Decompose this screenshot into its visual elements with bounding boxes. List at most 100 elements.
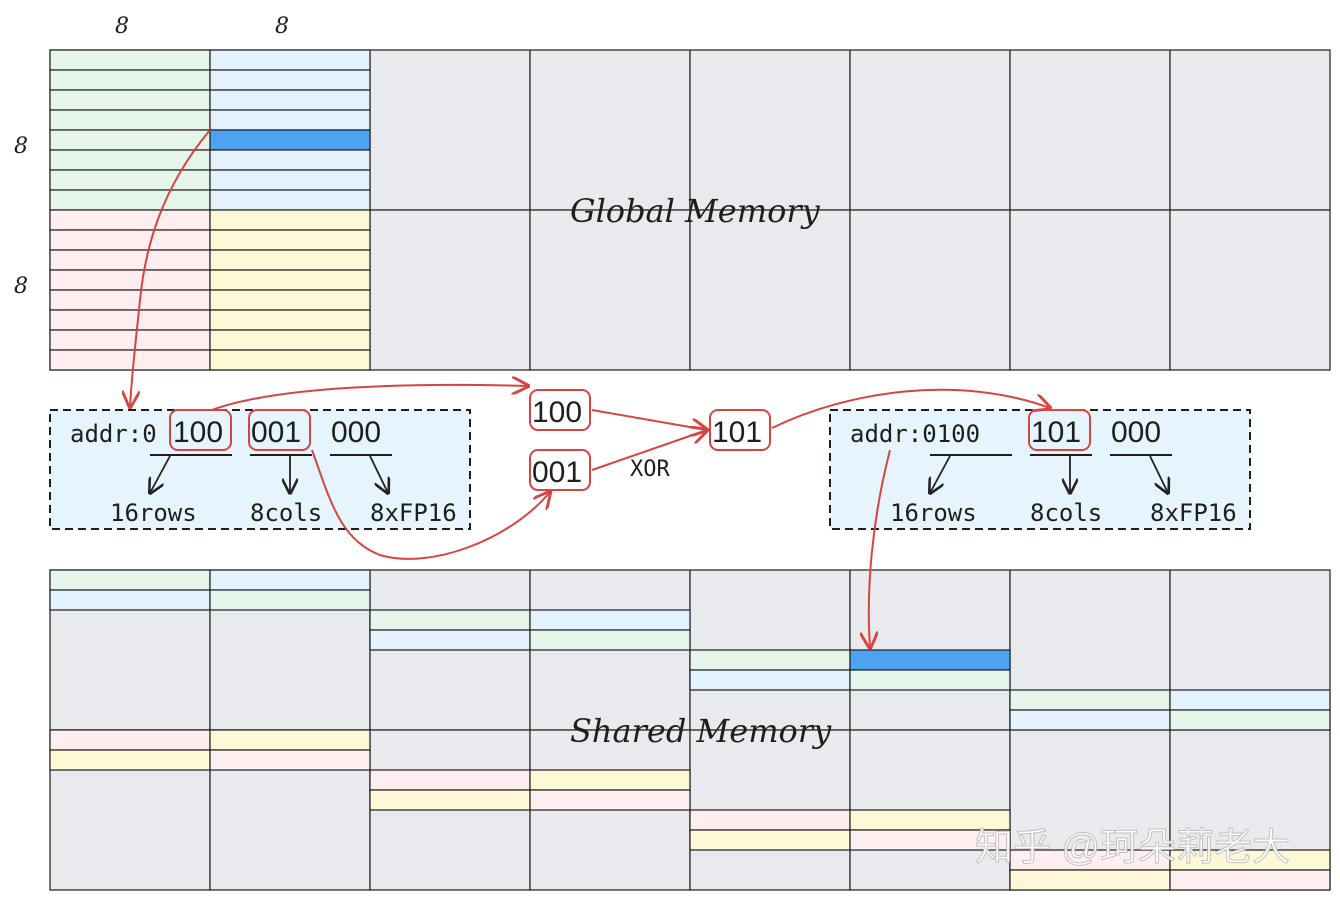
shared-row-cell	[529, 609, 691, 631]
address-left-row-label: 16rows	[110, 499, 197, 527]
shared-row-cell	[209, 589, 371, 611]
global-row-col0	[49, 189, 211, 211]
global-row-col0	[49, 329, 211, 351]
address-left-row-arrow	[150, 455, 171, 493]
global-memory-tile	[1009, 209, 1171, 371]
global-row-col1	[209, 269, 371, 291]
shared-row-cell	[529, 629, 691, 651]
shared-row-cell	[529, 789, 691, 811]
top-col2-size-label: 8	[275, 14, 289, 39]
global-memory-tile	[1169, 49, 1331, 211]
global-row-col0	[49, 249, 211, 271]
global-row-col0	[49, 229, 211, 251]
shared-row-cell	[1169, 689, 1331, 711]
shared-row-cell	[209, 749, 371, 771]
global-memory-title: Global Memory	[570, 192, 821, 230]
shared-row-cell	[1009, 709, 1171, 731]
shared-row-cell	[369, 769, 531, 791]
address-box-left	[49, 409, 471, 530]
global-row-col0	[49, 89, 211, 111]
shared-row-cell	[49, 729, 211, 751]
global-row-col1	[209, 329, 371, 351]
shared-row-cell	[209, 729, 371, 751]
global-memory-tile	[1169, 209, 1331, 371]
xor-input-b: 001	[532, 456, 582, 489]
shared-row-cell	[49, 569, 211, 591]
shared-row-cell	[689, 809, 851, 831]
global-row-col0	[49, 289, 211, 311]
address-right-row-label: 16rows	[890, 499, 977, 527]
shared-row-cell	[689, 829, 851, 851]
global-memory-tile	[689, 49, 851, 211]
arrow-colbits-to-xor-b	[311, 449, 550, 560]
shared-row-cell	[49, 589, 211, 611]
global-memory-grid	[49, 49, 1331, 371]
global-row-col1	[209, 289, 371, 311]
shared-row-cell	[1009, 869, 1171, 891]
global-row-col1	[209, 229, 371, 251]
address-left-elem-arrow	[369, 455, 388, 493]
global-row-col0	[49, 129, 211, 151]
address-right-prefix: addr:0100	[850, 420, 980, 448]
shared-row-cell	[529, 769, 691, 791]
global-row-col0	[49, 69, 211, 91]
address-left-col-bits-highlight	[248, 409, 311, 451]
xor-input-a: 100	[532, 396, 582, 429]
shared-row-cell	[689, 649, 851, 671]
arrow-address-to-shared	[869, 449, 891, 648]
arrow-output-to-address-right	[771, 388, 1050, 429]
address-left-elem-bits: 000	[331, 416, 381, 449]
global-row-col1	[209, 109, 371, 131]
shared-row-cell	[1009, 689, 1171, 711]
arrow-rowbits-to-xor-a	[211, 385, 528, 411]
global-row-col1	[209, 89, 371, 111]
arrow-global-to-address	[130, 129, 211, 407]
xor-input-b-box	[529, 449, 591, 491]
shared-row-cell	[849, 829, 1011, 851]
top-col1-size-label: 8	[115, 14, 129, 39]
xor-output: 101	[712, 416, 762, 449]
global-row-col0	[49, 349, 211, 371]
global-memory-tile	[369, 209, 531, 371]
global-memory-tile	[849, 49, 1011, 211]
global-row-col1	[209, 189, 371, 211]
shared-highlight-cell	[849, 649, 1011, 671]
global-row-col1	[209, 69, 371, 91]
global-memory-tile	[529, 49, 691, 211]
shared-row-cell	[49, 749, 211, 771]
xor-op-label: XOR	[630, 457, 670, 482]
global-row-col1	[209, 209, 371, 231]
global-row-col1	[209, 169, 371, 191]
global-row-col0	[49, 169, 211, 191]
address-right-elem-bits: 000	[1111, 416, 1161, 449]
global-row-col0	[49, 209, 211, 231]
address-right-elem-arrow	[1149, 455, 1168, 493]
address-left-row-bits: 100	[173, 416, 223, 449]
address-left-prefix: addr:0	[70, 420, 157, 448]
address-right-elem-label: 8xFP16	[1150, 499, 1237, 527]
address-left-row-bits-highlight	[169, 409, 232, 451]
left-row2-size-label: 8	[14, 274, 28, 299]
global-highlight-cell	[209, 129, 371, 151]
global-row-col0	[49, 309, 211, 331]
shared-row-cell	[369, 629, 531, 651]
shared-row-cell	[369, 609, 531, 631]
global-memory-tile	[689, 209, 851, 371]
global-row-col1	[209, 49, 371, 71]
address-box-right	[829, 409, 1251, 530]
global-row-col1	[209, 309, 371, 331]
global-row-col0	[49, 49, 211, 71]
global-row-col1	[209, 349, 371, 371]
shared-row-cell	[849, 669, 1011, 691]
global-memory-tile	[849, 209, 1011, 371]
xor-input-a-box	[529, 389, 591, 431]
global-row-col0	[49, 109, 211, 131]
shared-memory-grid	[49, 569, 1331, 891]
left-row1-size-label: 8	[14, 134, 28, 159]
address-right-row-arrow	[930, 455, 951, 493]
shared-row-cell	[689, 669, 851, 691]
global-memory-tile	[369, 49, 531, 211]
shared-row-cell	[369, 789, 531, 811]
global-memory-tile	[529, 209, 691, 371]
